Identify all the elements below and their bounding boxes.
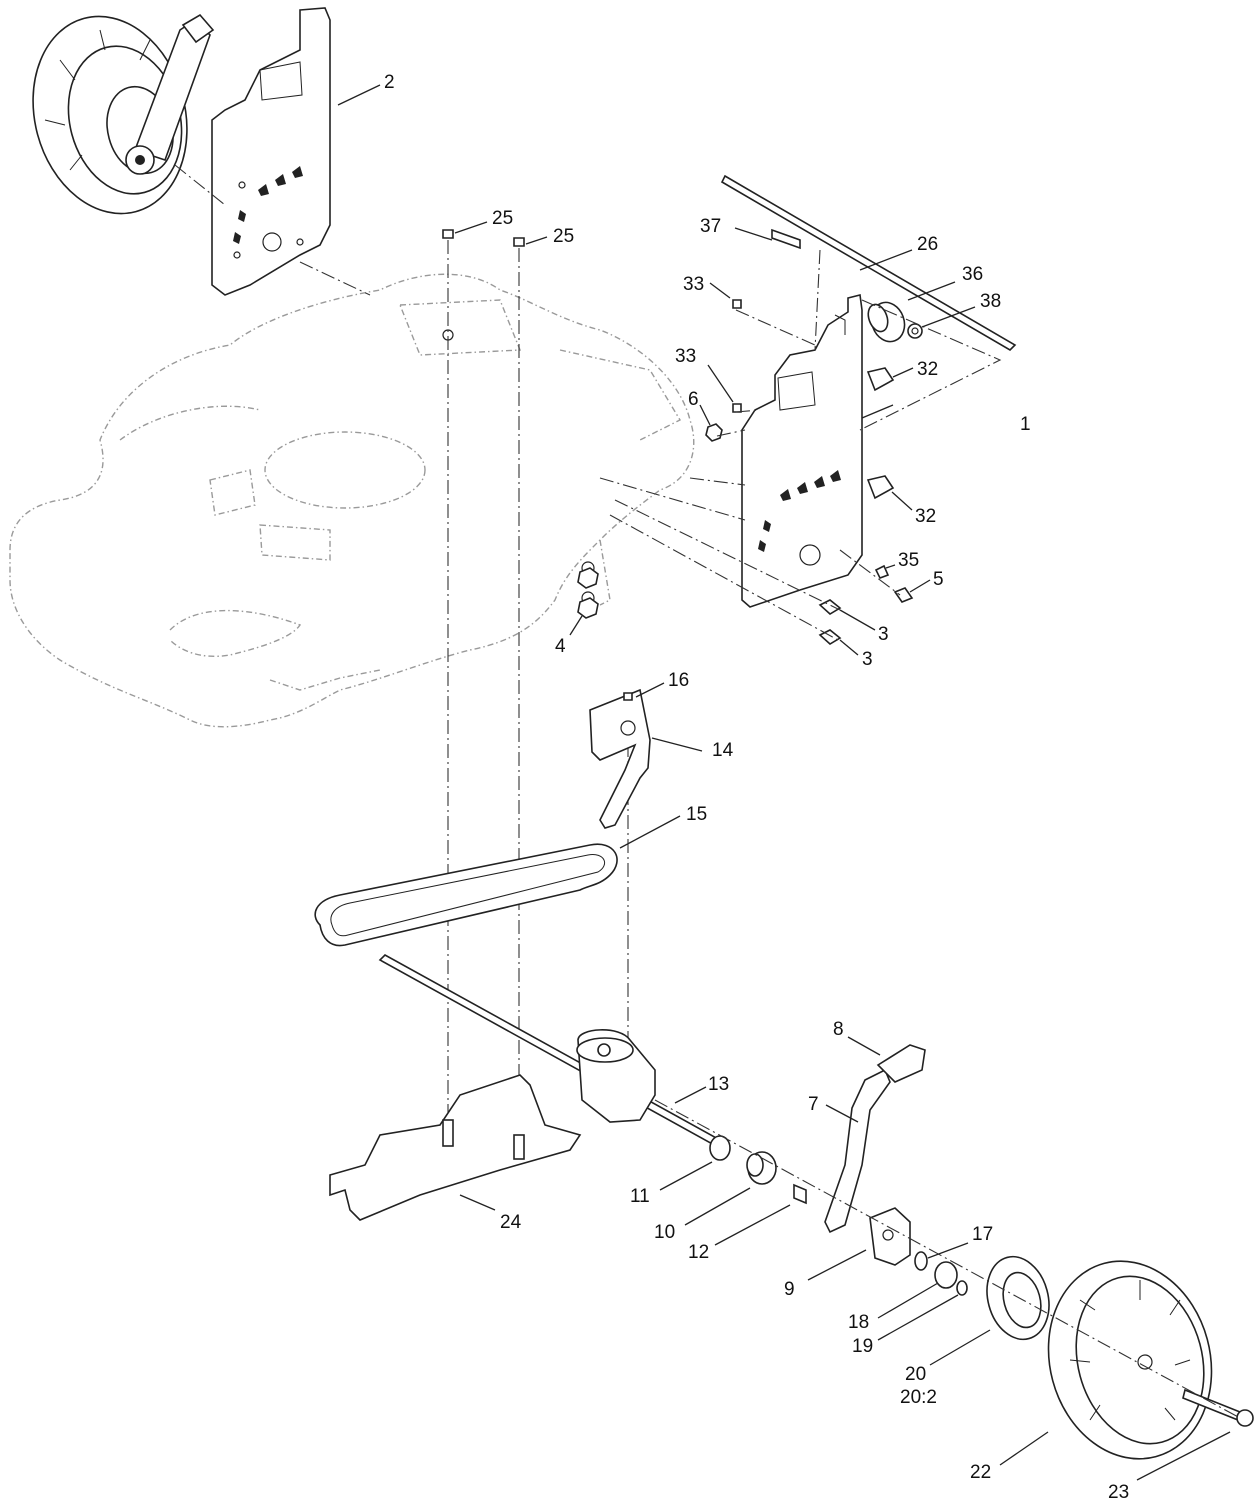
callout-5: 5: [933, 569, 944, 590]
left-height-plate: [211, 7, 331, 296]
callout-20: 20: [905, 1364, 926, 1385]
callout-9: 9: [784, 1279, 795, 1300]
callout-4: 4: [555, 636, 566, 657]
callout-32a: 32: [917, 359, 938, 380]
callout-15: 15: [686, 804, 707, 825]
callout-25a: 25: [492, 208, 513, 229]
pawl-plate: [869, 1207, 911, 1266]
callout-6: 6: [688, 389, 699, 410]
callout-37: 37: [700, 216, 721, 237]
callout-32b: 32: [915, 506, 936, 527]
callout-10: 10: [654, 1222, 675, 1243]
callout-labels: 1 2 3 3 4 5 6 7 8 9 10 11 12 13 14 15 16…: [384, 72, 1129, 1503]
right-hardware: [577, 228, 923, 645]
deck-bolts: [442, 229, 525, 247]
callout-12: 12: [688, 1242, 709, 1263]
callout-14: 14: [712, 740, 734, 761]
callout-2: 2: [384, 72, 395, 93]
rear-wheel: [1047, 1260, 1213, 1460]
drive-belt: [314, 843, 618, 947]
right-height-plate: [741, 294, 863, 608]
gear-set: [914, 1251, 968, 1296]
mower-deck-phantom: [9, 273, 695, 728]
callout-25b: 25: [553, 226, 574, 247]
callout-8: 8: [833, 1019, 844, 1040]
wheel-hub: [986, 1255, 1050, 1341]
callout-13: 13: [708, 1074, 729, 1095]
callout-7: 7: [808, 1094, 819, 1115]
height-lever: [824, 1044, 926, 1234]
deck-shield: [329, 1074, 582, 1221]
callout-1: 1: [1020, 414, 1031, 435]
callout-35: 35: [898, 550, 919, 571]
callout-17: 17: [972, 1224, 993, 1245]
left-wheel-assembly: [32, 13, 215, 215]
callout-26: 26: [917, 234, 938, 255]
callout-19: 19: [852, 1336, 873, 1357]
callout-18: 18: [848, 1312, 869, 1333]
belt-bracket: [589, 688, 651, 829]
callout-3a: 3: [878, 624, 889, 645]
transmission-axle: [378, 954, 722, 1148]
rod: [720, 174, 1017, 352]
callout-22: 22: [970, 1462, 991, 1483]
callout-3b: 3: [862, 649, 873, 670]
callout-24: 24: [500, 1212, 522, 1233]
callout-20-2: 20:2: [900, 1387, 937, 1408]
callout-33b: 33: [675, 346, 696, 367]
callout-38: 38: [980, 291, 1001, 312]
leader-lines: [337, 84, 1231, 1481]
callout-11: 11: [630, 1186, 650, 1207]
callout-33a: 33: [683, 274, 704, 295]
callout-23: 23: [1108, 1482, 1129, 1503]
drive-stack: [709, 1135, 807, 1205]
callout-16: 16: [668, 670, 689, 691]
callout-36: 36: [962, 264, 983, 285]
